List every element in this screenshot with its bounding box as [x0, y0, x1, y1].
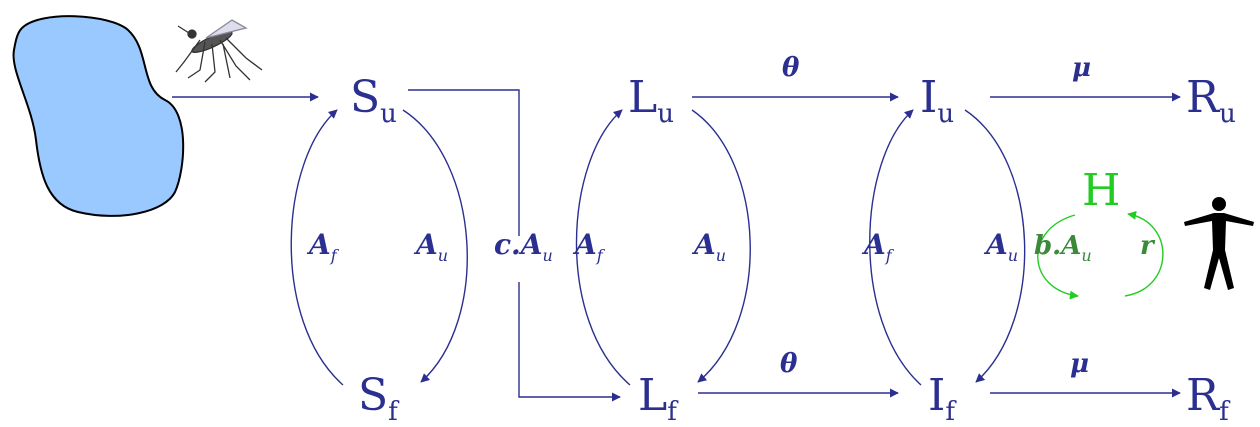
- label-au-l: Au: [691, 228, 726, 265]
- label-af-l: Af: [572, 228, 606, 265]
- node-sf: Sf: [358, 370, 400, 427]
- mosquito-icon: [175, 19, 263, 83]
- label-bau: b.Au: [1034, 231, 1092, 265]
- water-source-icon: [12, 15, 185, 217]
- arc-if-to-iu: [869, 109, 922, 386]
- node-h: H: [1082, 165, 1120, 216]
- label-af-s: Af: [306, 228, 340, 265]
- arc-lf-to-lu: [575, 109, 631, 386]
- label-mu-bottom: μ: [1070, 349, 1089, 379]
- node-ru: Ru: [1186, 72, 1236, 129]
- label-theta-bottom: θ: [780, 349, 798, 379]
- arc-sf-to-su: [290, 109, 344, 386]
- label-au-s: Au: [413, 228, 448, 265]
- label-mu-top: μ: [1072, 53, 1091, 83]
- arc-su-to-sf: [402, 109, 468, 383]
- label-theta-top: θ: [782, 53, 800, 83]
- arc-right-to-h: [1124, 210, 1164, 297]
- arrow-su-to-lf-lower: [518, 282, 621, 402]
- node-lf: Lf: [638, 370, 679, 427]
- node-lu: Lu: [628, 72, 674, 129]
- label-au-i: Au: [983, 228, 1018, 265]
- human-icon: [1184, 197, 1254, 290]
- node-iu: Iu: [920, 72, 954, 129]
- label-r: r: [1140, 231, 1156, 261]
- arc-lu-to-lf: [691, 109, 751, 383]
- arc-h-to-left: [1037, 214, 1079, 300]
- node-if: If: [928, 370, 957, 427]
- node-rf: Rf: [1186, 370, 1231, 427]
- node-su: Su: [350, 72, 397, 129]
- label-cau: c.Au: [494, 228, 553, 265]
- arc-iu-to-if: [964, 109, 1026, 383]
- arrow-su-to-lf: [408, 89, 520, 236]
- label-af-i: Af: [861, 228, 895, 265]
